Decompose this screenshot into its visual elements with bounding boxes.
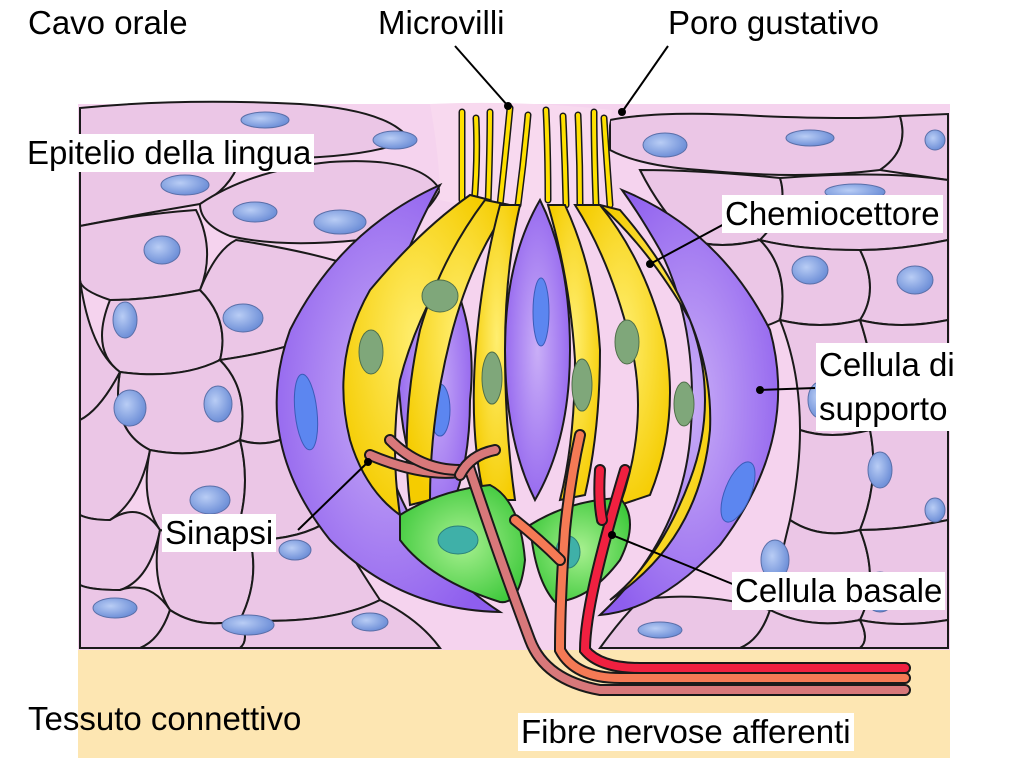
microvilli-fill bbox=[459, 106, 612, 207]
leader-lines bbox=[297, 45, 816, 586]
label-chemiocettore: Chemiocettore bbox=[722, 195, 943, 233]
label-cellula-basale: Cellula basale bbox=[732, 572, 946, 610]
label-tessuto-connettivo: Tessuto connettivo bbox=[28, 700, 302, 737]
label-microvilli: Microvilli bbox=[378, 4, 505, 41]
nerve-fibers bbox=[364, 429, 911, 696]
label-fibre-nervose: Fibre nervose afferenti bbox=[518, 713, 854, 751]
label-cavo-orale: Cavo orale bbox=[28, 4, 188, 41]
label-cellula-supporto: Cellula di supporto bbox=[816, 343, 958, 431]
label-sinapsi: Sinapsi bbox=[162, 514, 277, 552]
label-cellula-supporto-line2: supporto bbox=[819, 390, 948, 427]
label-poro-gustativo: Poro gustativo bbox=[668, 4, 879, 41]
receptor-cell-nuclei bbox=[358, 279, 695, 427]
receptor-cells bbox=[342, 193, 712, 601]
label-epitelio: Epitelio della lingua bbox=[24, 134, 315, 172]
leader-dots bbox=[364, 102, 764, 539]
label-cellula-supporto-line1: Cellula di bbox=[819, 346, 955, 383]
